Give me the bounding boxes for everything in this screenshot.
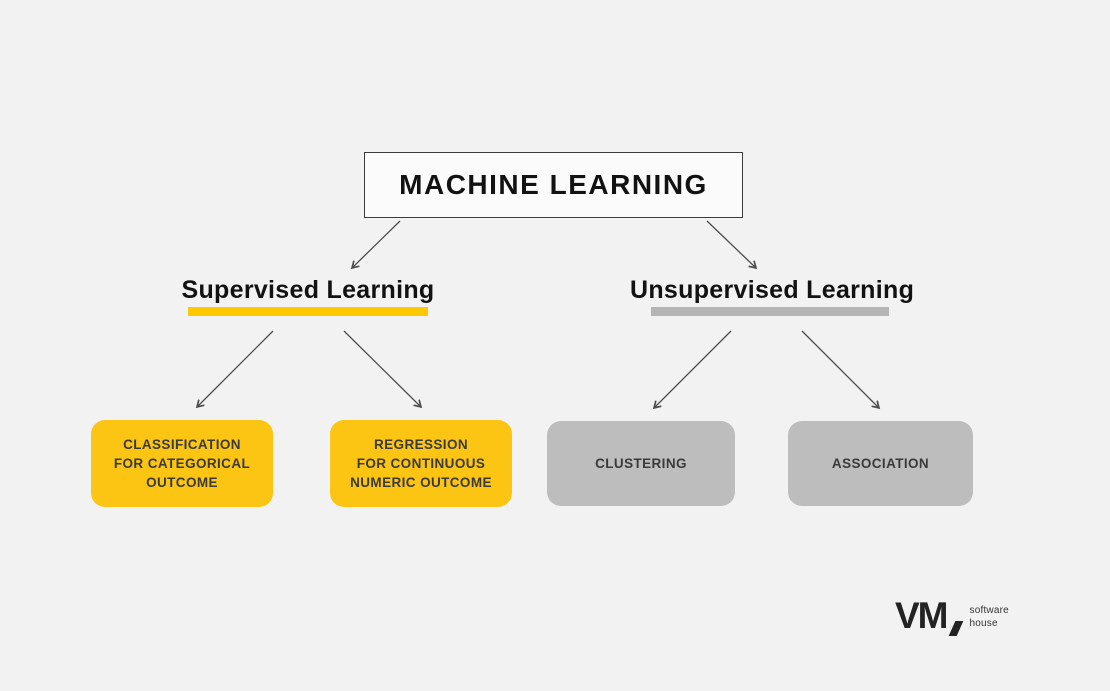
vm-comma-mark	[948, 621, 963, 636]
arrow-ml-to-supervised	[352, 220, 401, 268]
supervised-underline	[188, 307, 428, 316]
unsupervised-underline	[651, 307, 889, 316]
node-classification: CLASSIFICATION FOR CATEGORICAL OUTCOME	[91, 420, 273, 507]
unsupervised-learning-label: Unsupervised Learning	[630, 276, 915, 304]
association-label: ASSOCIATION	[831, 456, 930, 471]
regression-line-2: FOR CONTINUOUS	[356, 456, 486, 471]
logo-tagline-line-1: software	[969, 605, 1009, 616]
node-clustering: CLUSTERING	[547, 421, 735, 506]
node-unsupervised-learning: Unsupervised Learning	[630, 276, 915, 316]
node-regression: REGRESSION FOR CONTINUOUS NUMERIC OUTCOM…	[330, 420, 512, 507]
classification-line-2: FOR CATEGORICAL	[113, 456, 251, 471]
node-machine-learning: MACHINE LEARNING	[364, 152, 743, 218]
node-association: ASSOCIATION	[788, 421, 973, 506]
arrow-unsupervised-to-association	[801, 330, 879, 408]
clustering-label: CLUSTERING	[595, 456, 687, 471]
regression-line-3: NUMERIC OUTCOME	[350, 475, 492, 490]
supervised-learning-label: Supervised Learning	[181, 276, 435, 304]
logo-tagline-line-2: house	[969, 617, 998, 629]
classification-line-3: OUTCOME	[146, 475, 218, 490]
regression-line-1: REGRESSION	[373, 437, 469, 452]
classification-line-1: CLASSIFICATION	[123, 437, 241, 452]
vm-wordmark: VM	[895, 595, 963, 636]
node-supervised-learning: Supervised Learning	[168, 276, 448, 316]
vm-wordmark-text: VM	[895, 595, 948, 636]
vm-software-house-logo: VM software house	[895, 597, 1009, 636]
arrow-unsupervised-to-clustering	[654, 330, 732, 408]
arrow-supervised-to-regression	[343, 330, 421, 407]
arrow-ml-to-unsupervised	[706, 220, 756, 268]
arrow-supervised-to-classification	[197, 330, 274, 407]
logo-tagline: software house	[970, 603, 1009, 630]
machine-learning-title: MACHINE LEARNING	[399, 169, 708, 200]
